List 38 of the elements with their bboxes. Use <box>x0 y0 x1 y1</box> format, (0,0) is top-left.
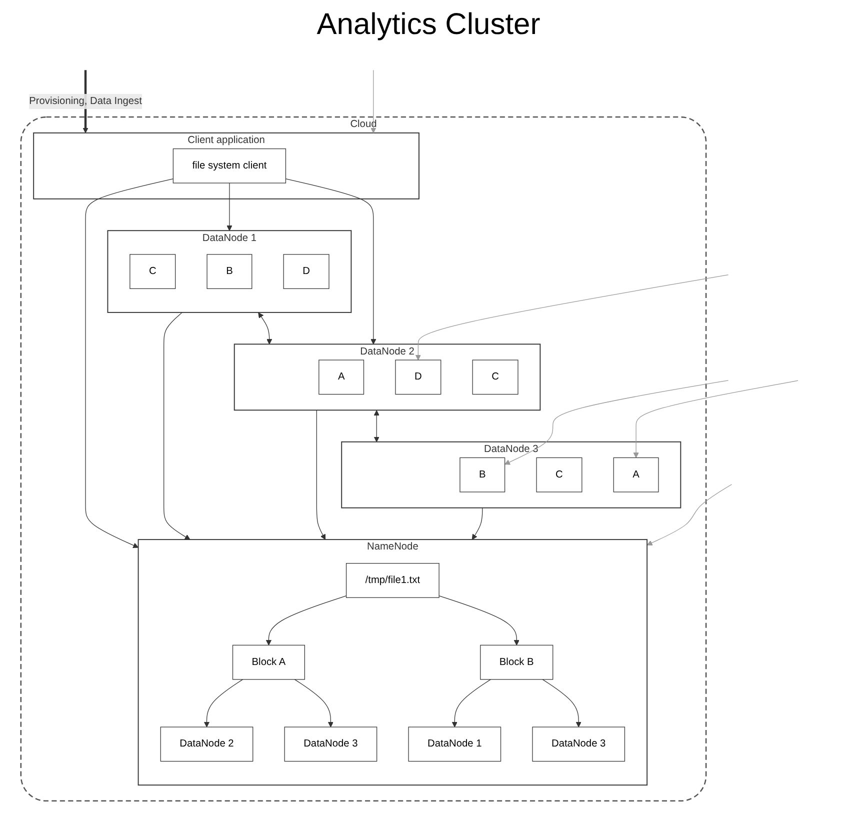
node-box: A <box>318 360 364 395</box>
arrow <box>504 380 729 465</box>
node-box: A <box>613 457 659 492</box>
arrow <box>438 595 520 646</box>
arrow <box>646 484 732 546</box>
arrow <box>415 274 729 360</box>
arrow <box>452 679 491 728</box>
arrow <box>164 312 190 540</box>
node-box: B <box>460 457 506 492</box>
node-box: C <box>130 254 176 289</box>
arrow <box>226 182 232 231</box>
node-box: /tmp/file1.txt <box>346 563 440 598</box>
edge-label: Provisioning, Data Ingest <box>29 96 142 107</box>
arrow <box>266 595 347 646</box>
heading-text: Analytics Cluster <box>316 8 540 42</box>
node-box: Block B <box>480 644 554 680</box>
arrow <box>85 178 174 548</box>
node-box: DataNode 1 <box>408 726 502 762</box>
arrow <box>316 410 326 540</box>
arrow <box>285 178 376 344</box>
arrow <box>204 679 244 728</box>
node-box: D <box>283 254 330 289</box>
node-box: file system client <box>172 148 286 184</box>
arrow <box>633 380 798 458</box>
arrow <box>374 410 380 442</box>
node-box: D <box>395 360 442 395</box>
arrow <box>370 70 376 134</box>
node-box: C <box>472 360 518 395</box>
node-box: B <box>206 254 252 289</box>
arrow <box>472 508 483 540</box>
node-box: DataNode 3 <box>532 726 626 762</box>
node-box: DataNode 3 <box>284 726 378 762</box>
arrow <box>542 679 582 728</box>
arrow <box>258 312 272 344</box>
node-box: Block A <box>232 644 305 680</box>
node-box: DataNode 2 <box>160 726 254 762</box>
arrow <box>294 679 334 728</box>
node-box: C <box>536 457 582 492</box>
